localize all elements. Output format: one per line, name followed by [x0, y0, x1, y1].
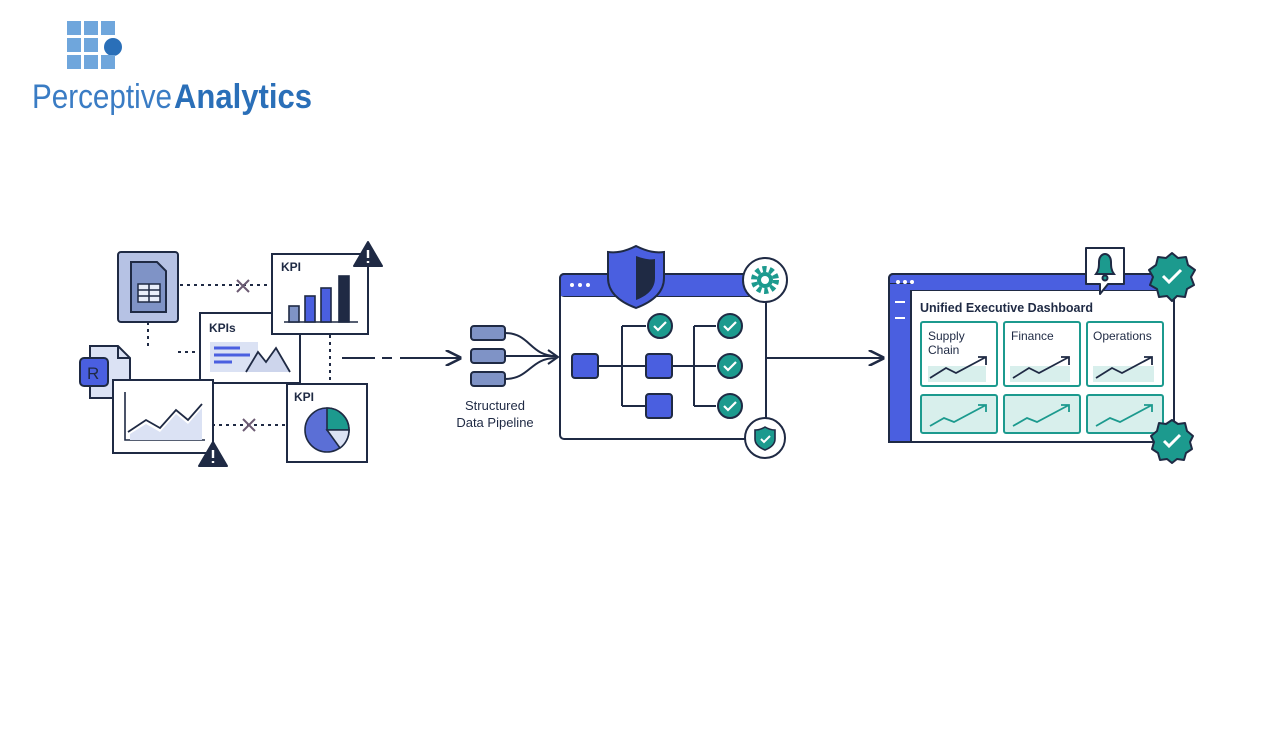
kpis-panel: KPIs — [199, 312, 301, 384]
bar-chart-icon — [284, 275, 358, 323]
logo-word-perceptive: Perceptive — [32, 78, 172, 116]
r-file-letter: R — [87, 364, 99, 383]
spreadsheet-icon — [117, 251, 179, 323]
x-mark-icon — [236, 279, 250, 293]
sources-cluster: KPIs R KPI — [79, 241, 383, 467]
trend-up-icon — [929, 404, 1153, 427]
pipeline-label-line2: Data Pipeline — [456, 415, 533, 430]
check-circle-icon — [717, 353, 743, 379]
kpi-bar-panel: KPI — [271, 253, 369, 335]
tile-operations-label: Operations — [1093, 329, 1152, 343]
check-circle-icon — [647, 313, 673, 339]
kpi-pie-title: KPI — [294, 390, 314, 404]
shield-icon — [607, 244, 665, 310]
kpi-pie-panel: KPI — [286, 383, 368, 463]
gear-icon — [742, 257, 788, 303]
tile-supply-chain-label-line1: Supply — [928, 329, 965, 343]
kpi-bar-title: KPI — [281, 260, 301, 274]
tile-supply-chain-label-line2: Chain — [928, 343, 959, 357]
logo: Perceptive Analytics — [32, 21, 312, 116]
tile-mini — [1086, 394, 1164, 434]
tile-finance-label: Finance — [1011, 329, 1054, 343]
tile-operations — [1086, 321, 1164, 387]
check-badge-icon — [1150, 419, 1194, 464]
line-chart-icon — [112, 379, 214, 454]
logo-grid-icon — [67, 21, 122, 69]
database-stack-icon — [470, 325, 560, 387]
dashboard-tiles — [920, 321, 1164, 434]
kpis-title: KPIs — [209, 321, 236, 335]
check-badge-icon — [1148, 252, 1196, 302]
check-circle-icon — [717, 393, 743, 419]
tile-mini — [920, 394, 998, 434]
pie-chart-icon — [304, 407, 350, 453]
x-mark-icon — [242, 418, 256, 432]
check-circle-icon — [717, 313, 743, 339]
dashboard-title: Unified Executive Dashboard — [920, 301, 1093, 315]
logo-word-analytics: Analytics — [174, 78, 312, 116]
pipeline-label-line1: Structured — [465, 398, 525, 413]
bell-icon — [1085, 247, 1125, 295]
warning-icon — [353, 241, 383, 267]
warning-icon — [198, 441, 228, 467]
trend-up-icon — [929, 356, 1153, 379]
tile-mini — [1003, 394, 1081, 434]
shield-check-icon — [744, 417, 786, 459]
